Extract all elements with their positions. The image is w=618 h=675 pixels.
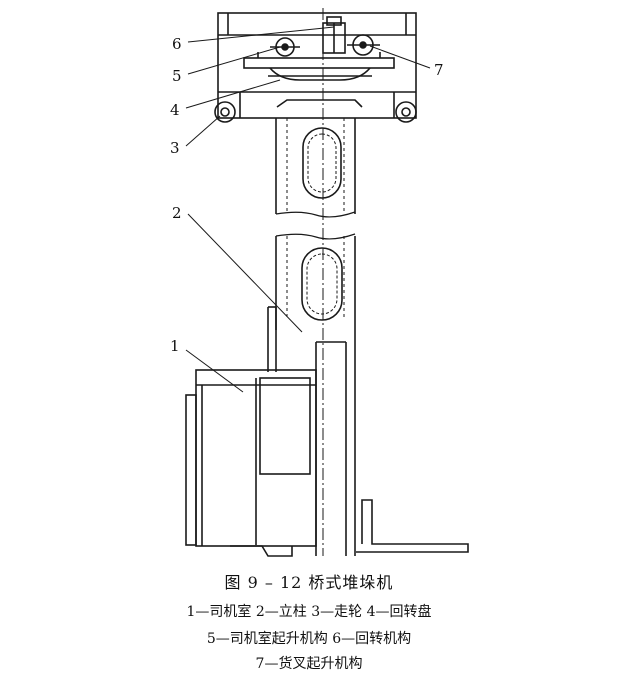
operator-cab xyxy=(185,369,317,557)
slewing-mechanism xyxy=(322,16,346,54)
callout-6: 6 xyxy=(172,35,182,53)
pallet-fork xyxy=(356,499,469,553)
mast-lower xyxy=(275,233,356,556)
trolley-bracket xyxy=(276,99,363,108)
figure-legend-line-1: 1—司机室 2—立柱 3—走轮 4—回转盘 xyxy=(186,604,432,620)
callout-2: 2 xyxy=(172,204,182,222)
callout-7: 7 xyxy=(434,61,444,79)
leader-5 xyxy=(187,46,281,75)
callout-5: 5 xyxy=(172,67,182,85)
callout-4: 4 xyxy=(170,101,180,119)
figure-legend-line-2: 5—司机室起升机构 6—回转机构 xyxy=(206,631,412,647)
stacker-crane-diagram: 6 5 4 3 2 7 1 xyxy=(170,8,469,557)
callout-3: 3 xyxy=(170,139,180,157)
fork-hoist-mechanism xyxy=(347,34,380,56)
leader-1 xyxy=(185,349,244,393)
cab-hoist-mechanism xyxy=(270,37,300,57)
carriage-guides xyxy=(267,306,347,556)
slewing-ring xyxy=(243,52,395,81)
figure-caption-title: 图 9 – 12 桥式堆垛机 xyxy=(224,573,394,592)
leader-7 xyxy=(369,45,431,69)
leader-3 xyxy=(185,115,221,147)
mast-upper xyxy=(275,118,356,218)
travel-wheels xyxy=(214,101,417,123)
leader-4 xyxy=(185,79,281,109)
figure-legend-line-3: 7—货叉起升机构 xyxy=(255,656,363,672)
leader-6 xyxy=(187,26,335,43)
callout-1: 1 xyxy=(170,337,180,355)
leader-2 xyxy=(187,213,303,333)
